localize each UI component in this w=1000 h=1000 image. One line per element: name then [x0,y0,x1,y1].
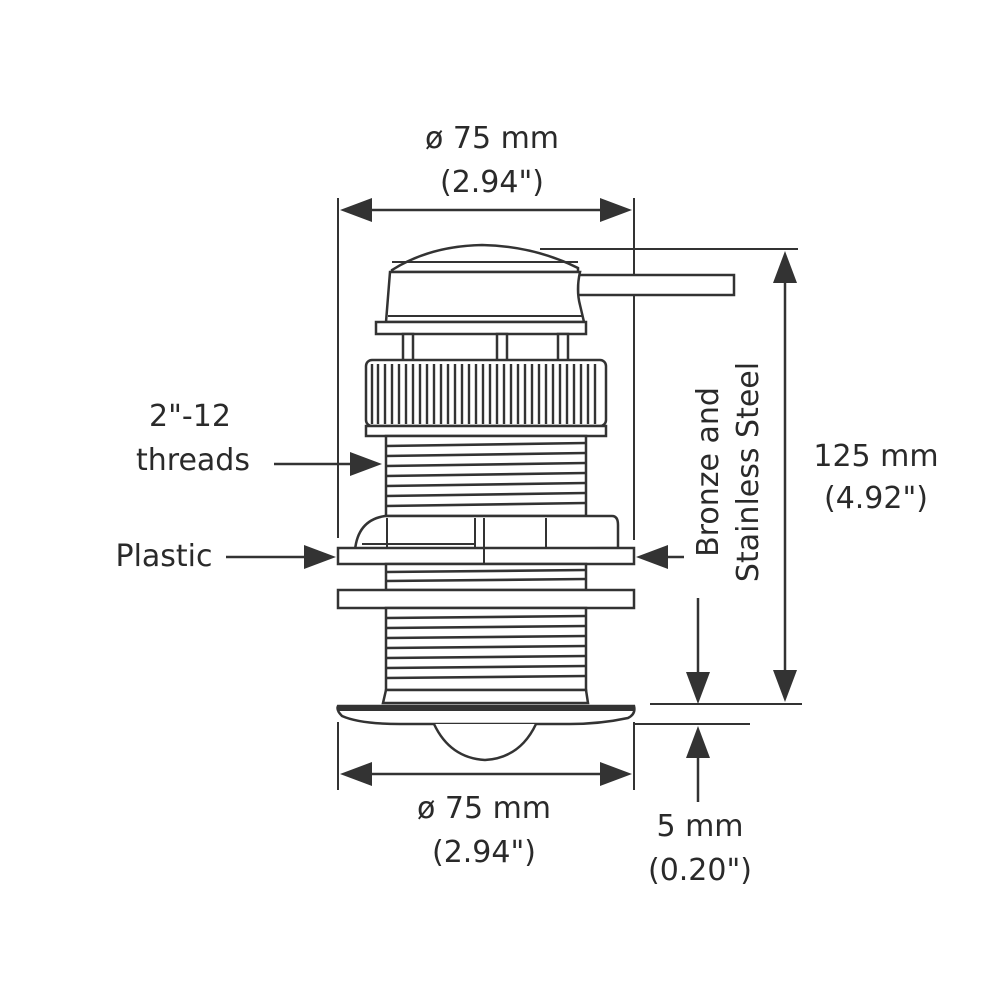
plastic-label: Plastic [115,539,212,574]
arrow-left-icon [636,545,668,569]
arrow-right-icon [350,452,382,476]
arrow-right-icon [600,198,632,222]
bottom-diameter-dimension: ø 75 mm (2.94") [337,722,635,870]
dome-cap [390,243,580,274]
transducer-body [336,243,736,762]
arrow-left-icon [340,762,372,786]
bottom-diameter-metric: ø 75 mm [417,791,551,826]
threads-callout: 2"-12 threads [136,399,382,478]
material-callout: Bronze and Stainless Steel [636,362,766,582]
top-diameter-dimension: ø 75 mm (2.94") [337,121,635,540]
arrow-down-icon [773,670,797,702]
arrow-right-icon [600,762,632,786]
arrow-down-icon [686,672,710,704]
height-metric: 125 mm [813,439,938,474]
transducer-face [432,723,538,762]
threads-label-line1: 2"-12 [149,399,231,434]
arrow-right-icon [304,545,336,569]
cap-rim [374,320,588,336]
height-imperial: (4.92") [824,481,928,516]
arrow-up-icon [773,251,797,283]
material-label-line2: Stainless Steel [731,362,766,582]
material-label-line1: Bronze and [691,387,726,557]
threads-label-line2: threads [136,443,250,478]
lower-threads [381,606,590,705]
top-diameter-imperial: (2.94") [440,165,544,200]
plastic-callout: Plastic [115,539,336,574]
height-dimension: 125 mm (4.92") [540,248,939,705]
flat-washer [336,588,636,610]
top-diameter-metric: ø 75 mm [425,121,559,156]
cable-stub [576,273,736,297]
upper-threads [384,434,588,518]
bottom-diameter-imperial: (2.94") [432,835,536,870]
knurled-nut [364,358,608,428]
arrow-left-icon [340,198,372,222]
nut-base [364,424,608,438]
plastic-nut [336,514,636,566]
flange-thickness-dimension: 5 mm (0.20") [634,598,752,888]
cap-body [384,270,586,324]
flange-thickness-metric: 5 mm [656,809,743,844]
flange-thickness-imperial: (0.20") [648,853,752,888]
arrow-up-icon [686,726,710,758]
